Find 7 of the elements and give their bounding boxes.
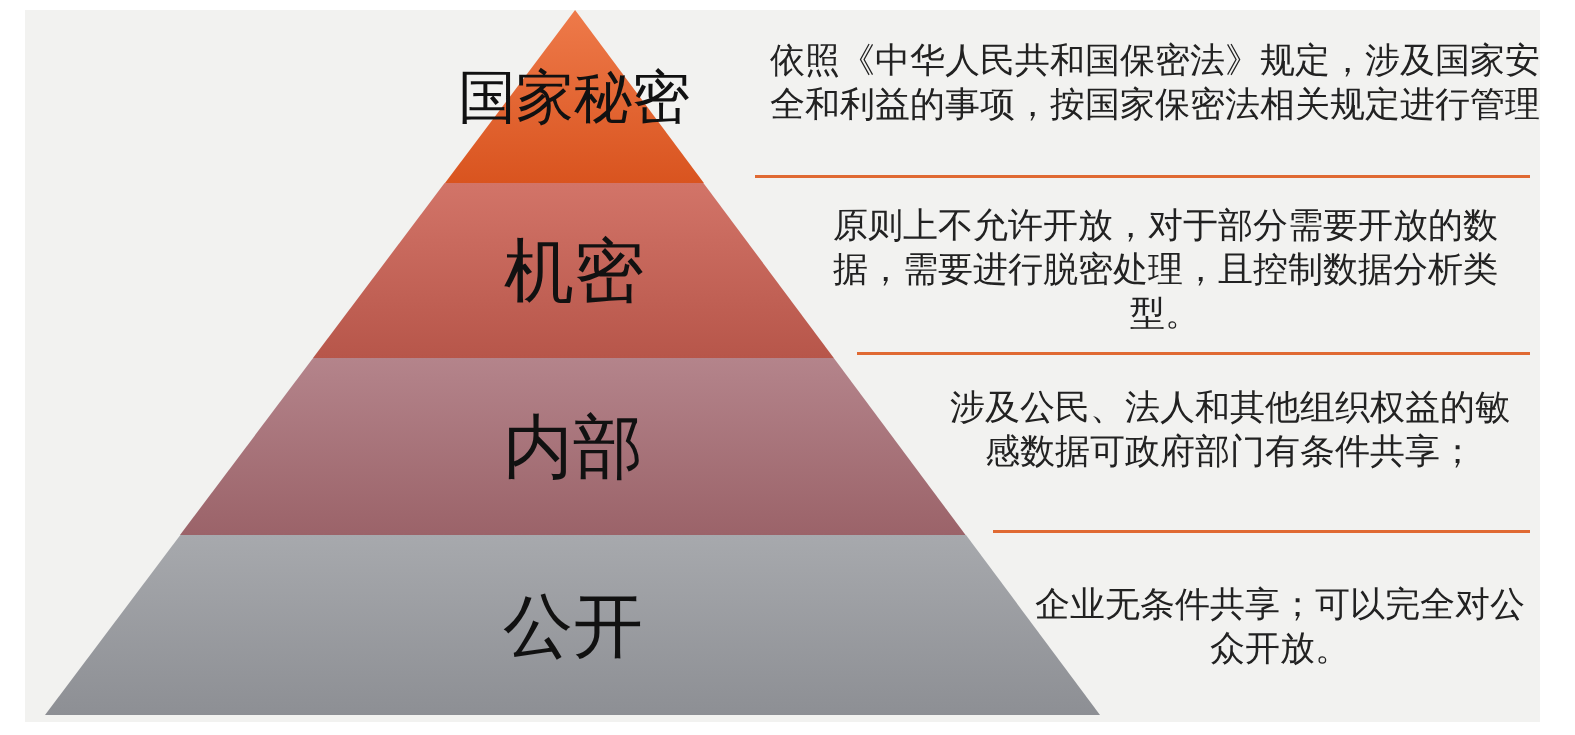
description-text: 依照《中华人民共和国保密法》规定，涉及国家安全和利益的事项，按国家保密法相关规定进行管理 — [770, 39, 1540, 126]
description-text: 企业无条件共享；可以完全对公众开放。 — [1034, 583, 1526, 670]
tier-label: 公开 — [502, 583, 643, 669]
description-text: 涉及公民、法人和其他组织权益的敏感数据可政府部门有条件共享； — [949, 386, 1511, 473]
tier-label: 机密 — [503, 229, 644, 314]
description-text: 原则上不允许开放，对于部分需要开放的数据，需要进行脱密处理，且控制数据分析类型。 — [831, 204, 1499, 335]
tier-label: 内部 — [503, 405, 644, 490]
